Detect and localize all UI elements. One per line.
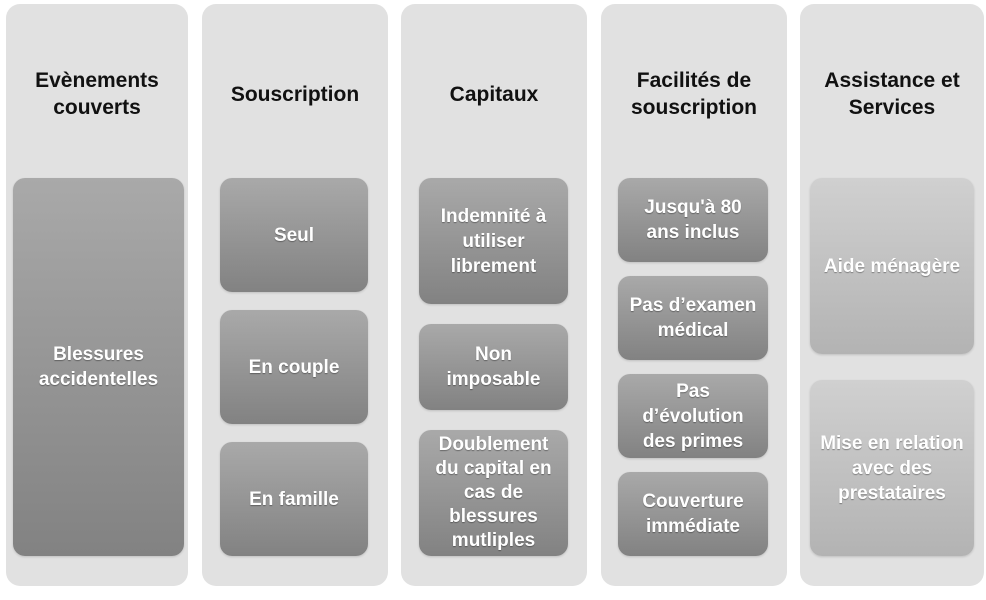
card-jusqu-a-80: Jusqu'à 80 ans inclus xyxy=(618,178,768,262)
card-non-imposable: Non imposable xyxy=(419,324,568,410)
column-title: Assistance et Services xyxy=(824,69,960,119)
column-souscription: Souscription Seul En couple En famille xyxy=(202,4,388,586)
card-seul: Seul xyxy=(220,178,368,292)
card-mise-en-relation: Mise en relation avec des prestataires xyxy=(810,380,974,556)
card-blessures-accidentelles: Blessures accidentelles xyxy=(13,178,184,556)
card-pas-evolution: Pas d’évolution des primes xyxy=(618,374,768,458)
card-en-famille: En famille xyxy=(220,442,368,556)
column-title: Capitaux xyxy=(449,82,539,106)
column-title: Souscription xyxy=(230,82,360,106)
column-title: Facilités de souscription xyxy=(630,69,757,119)
column-assistance: Assistance et Services Aide ménagère Mis… xyxy=(800,4,984,586)
column-title: Evènements couverts xyxy=(35,69,159,119)
card-couverture: Couverture immédiate xyxy=(618,472,768,556)
card-en-couple: En couple xyxy=(220,310,368,424)
card-indemnite: Indemnité à utiliser librement xyxy=(419,178,568,304)
card-doublement: Doublement du capital en cas de blessure… xyxy=(419,430,568,556)
card-pas-examen: Pas d’examen médical xyxy=(618,276,768,360)
card-aide-menagere: Aide ménagère xyxy=(810,178,974,354)
column-facilites: Facilités de souscription Jusqu'à 80 ans… xyxy=(601,4,787,586)
column-evenements: Evènements couverts Blessures accidentel… xyxy=(6,4,188,586)
column-capitaux: Capitaux Indemnité à utiliser librement … xyxy=(401,4,587,586)
